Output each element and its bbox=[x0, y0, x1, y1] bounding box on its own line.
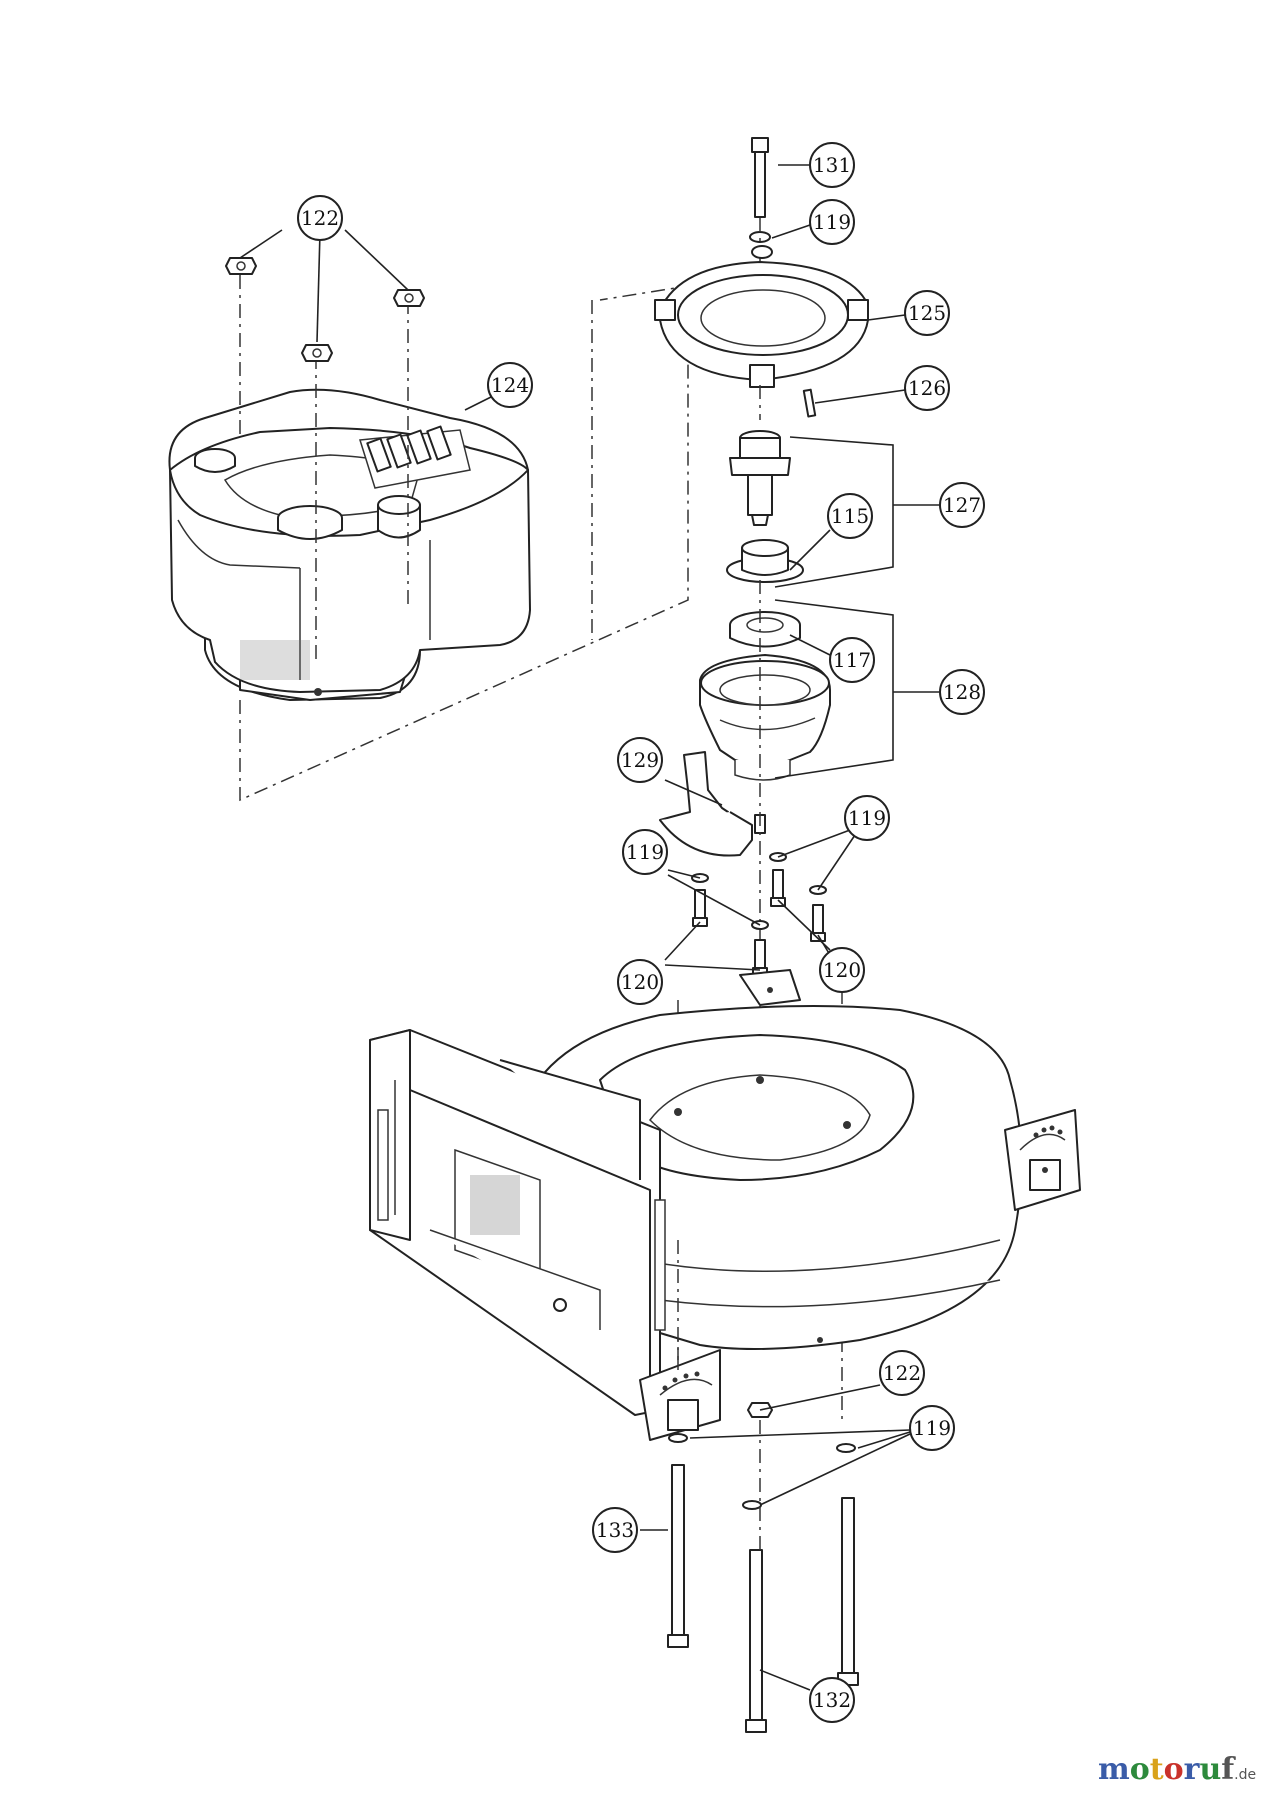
callout-120: 120 bbox=[819, 947, 865, 993]
bushing bbox=[726, 539, 804, 583]
svg-text:122: 122 bbox=[301, 206, 339, 230]
callout-120: 120 bbox=[617, 959, 663, 1005]
svg-text:117: 117 bbox=[833, 648, 871, 672]
leader-lines bbox=[239, 164, 911, 1691]
svg-text:115: 115 bbox=[831, 504, 869, 528]
svg-text:129: 129 bbox=[621, 748, 659, 772]
bearing bbox=[729, 611, 801, 648]
engine-adapter-ring bbox=[654, 245, 869, 388]
svg-text:119: 119 bbox=[813, 210, 851, 234]
callout-129: 129 bbox=[617, 737, 663, 783]
svg-text:120: 120 bbox=[621, 970, 659, 994]
mower-deck bbox=[369, 969, 1081, 1441]
callout-128: 128 bbox=[939, 669, 985, 715]
svg-text:133: 133 bbox=[596, 1518, 634, 1542]
callout-124: 124 bbox=[487, 362, 533, 408]
callout-119: 119 bbox=[844, 795, 890, 841]
svg-text:119: 119 bbox=[626, 840, 664, 864]
callout-133: 133 bbox=[592, 1507, 638, 1553]
callout-119: 119 bbox=[622, 829, 668, 875]
svg-text:127: 127 bbox=[943, 493, 981, 517]
svg-text:119: 119 bbox=[848, 806, 886, 830]
svg-text:126: 126 bbox=[908, 376, 946, 400]
svg-text:120: 120 bbox=[823, 958, 861, 982]
brace-lines bbox=[774, 436, 940, 779]
watermark-name: motoruf bbox=[1098, 1752, 1235, 1787]
callout-131: 131 bbox=[809, 142, 855, 188]
callout-115: 115 bbox=[827, 493, 873, 539]
mounting-washers-and-bolts bbox=[691, 852, 827, 977]
svg-text:125: 125 bbox=[908, 301, 946, 325]
svg-text:122: 122 bbox=[883, 1361, 921, 1385]
key-pin bbox=[802, 388, 817, 418]
engine-mounting-lines bbox=[239, 275, 689, 802]
callout-125: 125 bbox=[904, 290, 950, 336]
callout-126: 126 bbox=[904, 365, 950, 411]
callout-132: 132 bbox=[809, 1677, 855, 1723]
callout-119: 119 bbox=[909, 1405, 955, 1451]
callout-122: 122 bbox=[297, 195, 343, 241]
callout-122: 122 bbox=[879, 1350, 925, 1396]
svg-text:132: 132 bbox=[813, 1688, 851, 1712]
drive-shaft bbox=[729, 430, 791, 526]
bottom-hardware bbox=[667, 1402, 859, 1733]
cooling-fins bbox=[366, 425, 452, 473]
watermark-tld: .de bbox=[1234, 1767, 1257, 1783]
svg-text:119: 119 bbox=[913, 1416, 951, 1440]
engine-assembly bbox=[168, 388, 531, 701]
svg-text:124: 124 bbox=[491, 373, 529, 397]
bearing-housing bbox=[699, 654, 831, 781]
svg-text:131: 131 bbox=[813, 153, 851, 177]
callout-117: 117 bbox=[829, 637, 875, 683]
long-bolt-131 bbox=[751, 137, 769, 218]
motoruf-watermark-logo: motoruf.de bbox=[1098, 1752, 1256, 1787]
svg-text:128: 128 bbox=[943, 680, 981, 704]
callout-127: 127 bbox=[939, 482, 985, 528]
callout-119: 119 bbox=[809, 199, 855, 245]
engine-nuts bbox=[225, 257, 425, 362]
